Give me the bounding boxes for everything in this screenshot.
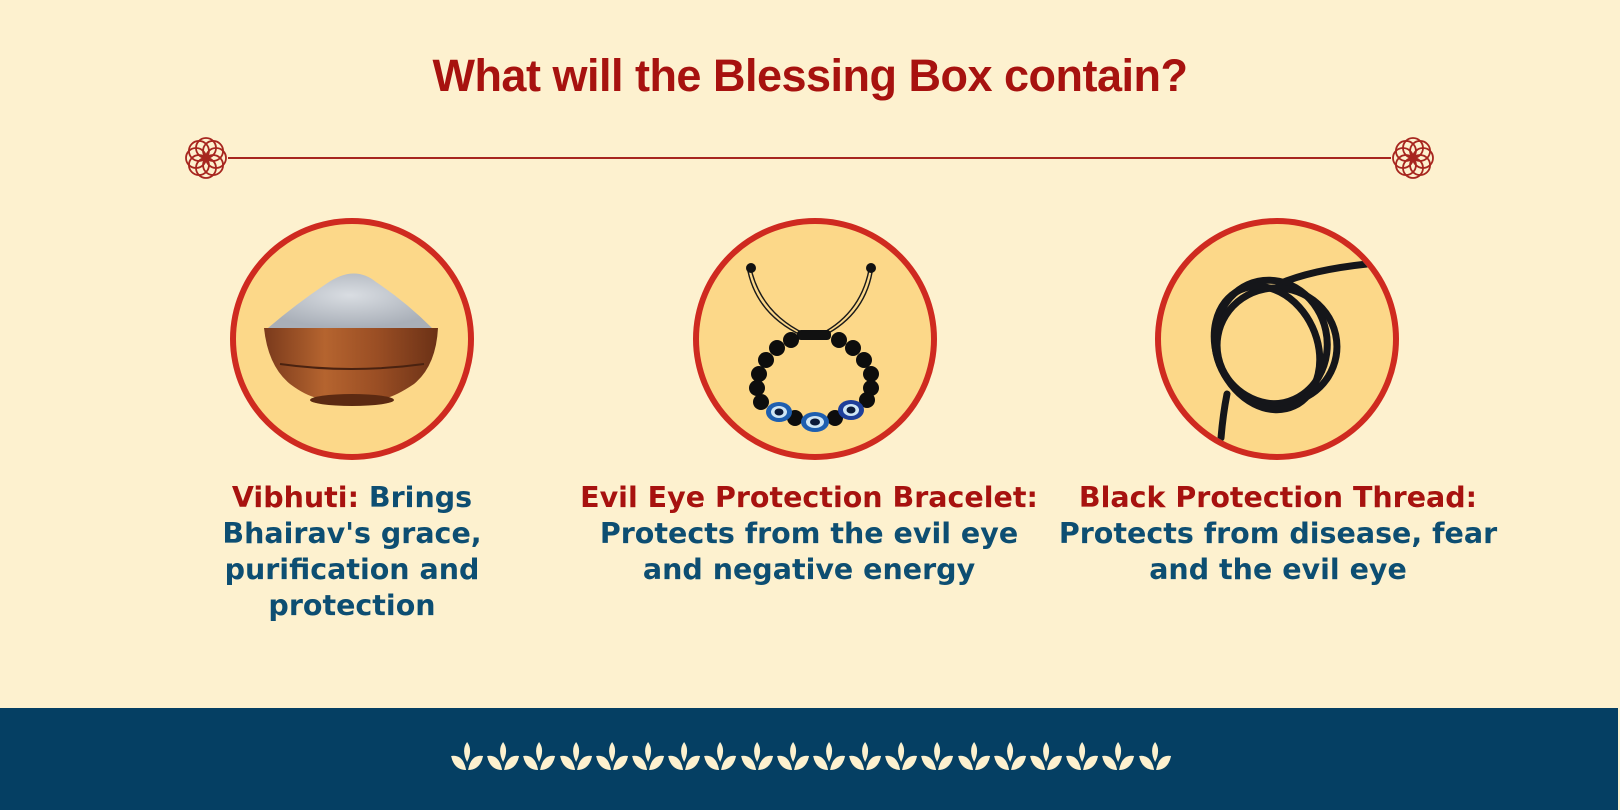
item-description: Protects from the evil eye and negative … [599, 517, 1019, 586]
evil-eye-bracelet-image [693, 218, 937, 460]
black-thread-image [1155, 218, 1399, 460]
item-description: Brings Bhairav's grace, purification and… [222, 481, 482, 622]
item-label: Black Protection Thread: [1078, 481, 1478, 514]
lotus-leaf-icon [632, 742, 665, 770]
vibhuti-bowl-image [230, 218, 474, 460]
lotus-leaf-icon [523, 742, 556, 770]
lotus-leaf-icon [704, 742, 737, 770]
lotus-leaf-icon [1030, 742, 1063, 770]
lotus-leaf-icon [849, 742, 882, 770]
footer-leaf-pattern [449, 742, 1173, 772]
lotus-leaf-icon [740, 742, 773, 770]
page-title: What will the Blessing Box contain? [432, 50, 1188, 101]
lotus-leaf-icon [812, 742, 845, 770]
item-label: Evil Eye Protection Bracelet: [580, 481, 1038, 514]
lotus-leaf-icon [885, 742, 918, 770]
footer-band [0, 708, 1618, 810]
item-label: Vibhuti: [231, 481, 359, 514]
mandala-flower-icon [185, 137, 227, 179]
lotus-leaf-icon [668, 742, 701, 770]
lotus-leaf-icon [451, 742, 484, 770]
lotus-leaf-icon [559, 742, 592, 770]
lotus-leaf-icon [1066, 742, 1099, 770]
mandala-flower-icon [1392, 137, 1434, 179]
divider-line [228, 157, 1391, 159]
item-caption: Vibhuti: Brings Bhairav's grace, purific… [212, 480, 492, 624]
lotus-leaf-icon [487, 742, 520, 770]
lotus-leaf-icon [1102, 742, 1135, 770]
item-caption: Black Protection Thread: Protects from d… [1048, 480, 1508, 588]
lotus-leaf-icon [776, 742, 809, 770]
item-caption: Evil Eye Protection Bracelet: Protects f… [579, 480, 1039, 588]
lotus-leaf-icon [595, 742, 628, 770]
lotus-leaf-icon [921, 742, 954, 770]
lotus-leaf-icon [957, 742, 990, 770]
lotus-leaf-icon [993, 742, 1026, 770]
lotus-leaf-icon [1138, 742, 1171, 770]
item-description: Protects from disease, fear and the evil… [1058, 517, 1498, 586]
